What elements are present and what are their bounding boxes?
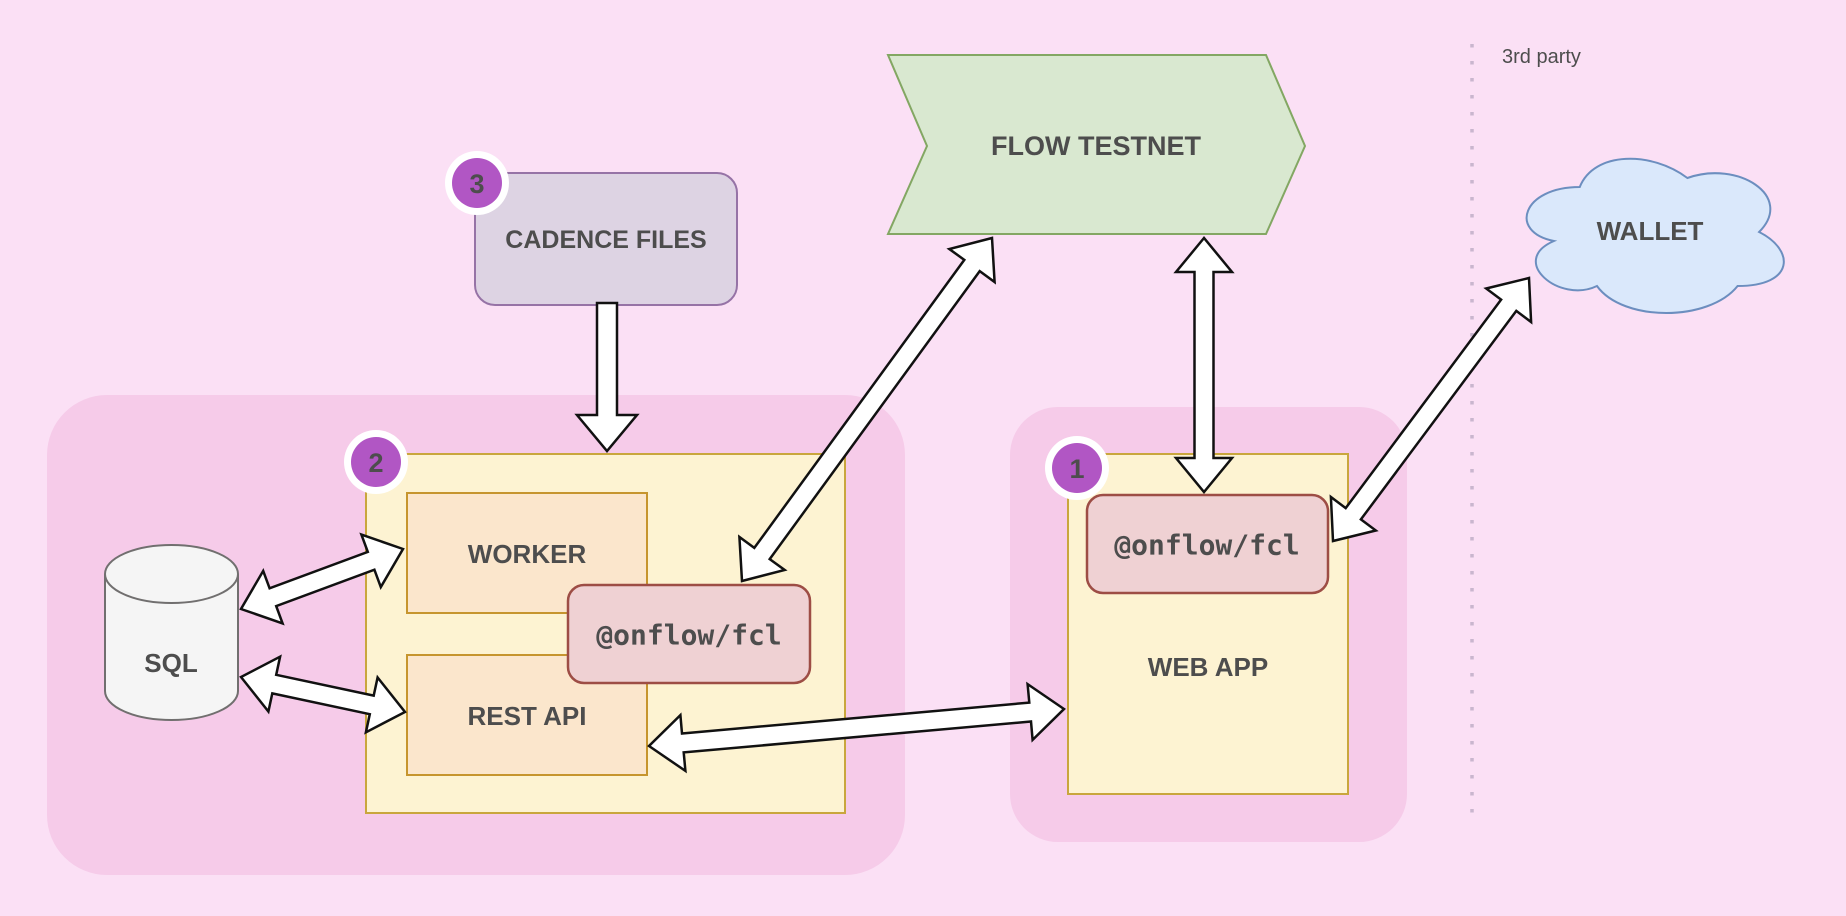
fcl-webapp-box [1085,493,1330,595]
arrow-wallet-webapp-fcl [1329,276,1533,543]
sql-database-cylinder [104,544,239,721]
third-party-label: 3rd party [1502,46,1581,68]
badge-circle [452,158,502,208]
badge-number: 1 [1069,454,1084,484]
rest-api-label: REST API [468,701,587,731]
sql-cylinder-body [104,544,239,721]
arrow-testnet-backend-fcl [737,236,997,583]
cadence-files-label: CADENCE FILES [505,226,706,254]
sql-label: SQL [144,648,198,678]
web-app-label: WEB APP [1148,652,1268,682]
arrow-sql-worker [239,532,405,626]
badge-number: 3 [469,169,484,199]
flow-testnet-label: FLOW TESTNET [991,131,1201,161]
fcl-webapp-label: @onflow/fcl [1114,529,1299,562]
wallet-cloud [1525,157,1785,314]
worker-label: WORKER [468,539,587,569]
badge-circle [1052,443,1102,493]
fcl-backend-box [566,583,812,685]
badge-cadence-files: 3 [445,151,509,215]
arrow-cadence-to-backend [574,301,640,453]
wallet-label: WALLET [1597,216,1704,246]
arrow-restapi-webapp [647,681,1066,774]
fcl-backend-label: @onflow/fcl [596,619,781,652]
badge-backend: 2 [344,430,408,494]
badge-number: 2 [368,448,383,478]
badge-web-app: 1 [1045,436,1109,500]
sql-cylinder-rim [104,573,239,604]
arrow-sql-restapi [239,654,407,735]
flow-testnet-banner [886,54,1307,235]
badge-circle [351,437,401,487]
arrows-layer [239,236,1533,774]
arrow-testnet-webapp-fcl [1173,236,1235,494]
